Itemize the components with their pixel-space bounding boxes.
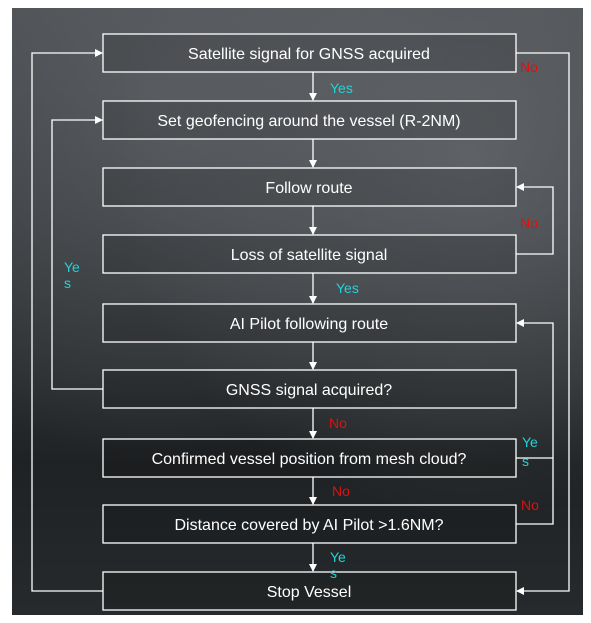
box-confirmed-position: Confirmed vessel position from mesh clou…: [102, 438, 517, 478]
box-set-geofencing: Set geofencing around the vessel (R-2NM): [102, 100, 517, 140]
label-yes-bottom-line1: Ye: [330, 549, 346, 565]
box-follow-route: Follow route: [102, 167, 517, 207]
label-yes-right-line1: Ye: [522, 434, 538, 450]
box-distance-covered-text: Distance covered by AI Pilot >1.6NM?: [174, 517, 443, 534]
box-ai-pilot-route: AI Pilot following route: [102, 303, 517, 343]
arrow-loss-no-to-follow: [516, 183, 554, 255]
arrow-distance-no-to-aipilot: [516, 319, 554, 525]
label-yes-2: Yes: [336, 280, 359, 296]
label-yes-left-line1: Ye: [64, 259, 80, 275]
box-distance-covered: Distance covered by AI Pilot >1.6NM?: [102, 504, 517, 544]
label-no-5: No: [521, 497, 539, 513]
box-follow-route-text: Follow route: [265, 180, 352, 197]
box-stop-vessel: Stop Vessel: [102, 571, 517, 611]
box-gnss-acquired: GNSS signal acquired?: [102, 369, 517, 409]
arrow-stop-to-satellite: [31, 49, 103, 592]
arrow-gnss-yes-to-geofencing: [51, 116, 103, 390]
flowchart: Satellite signal for GNSS acquired Set g…: [31, 33, 570, 611]
label-no-4: No: [332, 483, 350, 499]
box-set-geofencing-text: Set geofencing around the vessel (R-2NM): [157, 113, 460, 130]
label-yes-left-line2: s: [64, 275, 71, 291]
arrow-satellite-no-to-stop: [516, 52, 570, 595]
box-ai-pilot-route-text: AI Pilot following route: [230, 316, 388, 333]
box-confirmed-position-text: Confirmed vessel position from mesh clou…: [152, 451, 467, 468]
label-yes-right-line2: s: [522, 453, 529, 469]
box-stop-vessel-text: Stop Vessel: [267, 584, 352, 601]
label-no-3: No: [329, 415, 347, 431]
flowchart-background: Satellite signal for GNSS acquired Set g…: [12, 8, 583, 615]
label-yes-1: Yes: [330, 80, 353, 96]
label-yes-bottom-line2: s: [330, 565, 337, 581]
box-satellite-signal: Satellite signal for GNSS acquired: [102, 33, 517, 73]
label-no-2: No: [520, 215, 538, 231]
box-gnss-acquired-text: GNSS signal acquired?: [226, 382, 392, 399]
box-satellite-signal-text: Satellite signal for GNSS acquired: [188, 46, 430, 63]
box-loss-of-signal: Loss of satellite signal: [102, 234, 517, 274]
label-no-1: No: [520, 59, 538, 75]
box-loss-of-signal-text: Loss of satellite signal: [231, 247, 388, 264]
